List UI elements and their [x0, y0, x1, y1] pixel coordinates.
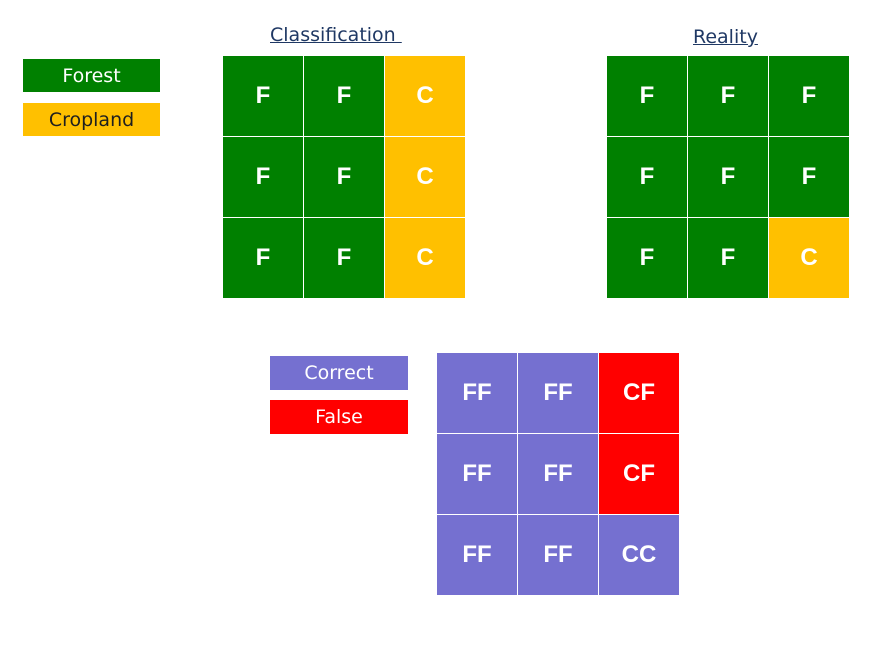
- comparison-cell: FF: [518, 434, 598, 514]
- comparison-cell: CC: [599, 515, 679, 595]
- legend-correct-label: Correct: [304, 362, 374, 384]
- reality-title: Reality: [693, 26, 758, 48]
- legend-cropland-label: Cropland: [48, 108, 135, 131]
- legend-cropland: Cropland: [23, 103, 160, 136]
- classification-cell: F: [304, 137, 384, 217]
- comparison-cell: FF: [437, 353, 517, 433]
- reality-cell: F: [688, 137, 768, 217]
- classification-title: Classification: [270, 24, 402, 46]
- reality-cell: F: [769, 56, 849, 136]
- reality-cell: F: [607, 218, 687, 298]
- classification-cell: F: [223, 137, 303, 217]
- classification-cell: C: [385, 137, 465, 217]
- comparison-cell: CF: [599, 434, 679, 514]
- classification-cell: F: [223, 56, 303, 136]
- reality-cell: F: [769, 137, 849, 217]
- reality-cell: F: [688, 56, 768, 136]
- comparison-cell: FF: [518, 353, 598, 433]
- legend-forest-label: Forest: [62, 64, 121, 87]
- classification-cell: C: [385, 218, 465, 298]
- reality-cell: F: [688, 218, 768, 298]
- comparison-cell: FF: [518, 515, 598, 595]
- legend-false-label: False: [315, 406, 363, 428]
- reality-cell: F: [607, 56, 687, 136]
- reality-cell: F: [607, 137, 687, 217]
- classification-cell: F: [304, 56, 384, 136]
- legend-forest: Forest: [23, 59, 160, 92]
- classification-cell: F: [304, 218, 384, 298]
- classification-cell: C: [385, 56, 465, 136]
- legend-correct: Correct: [270, 356, 408, 390]
- legend-false: False: [270, 400, 408, 434]
- comparison-cell: CF: [599, 353, 679, 433]
- classification-cell: F: [223, 218, 303, 298]
- comparison-cell: FF: [437, 434, 517, 514]
- reality-cell: C: [769, 218, 849, 298]
- comparison-cell: FF: [437, 515, 517, 595]
